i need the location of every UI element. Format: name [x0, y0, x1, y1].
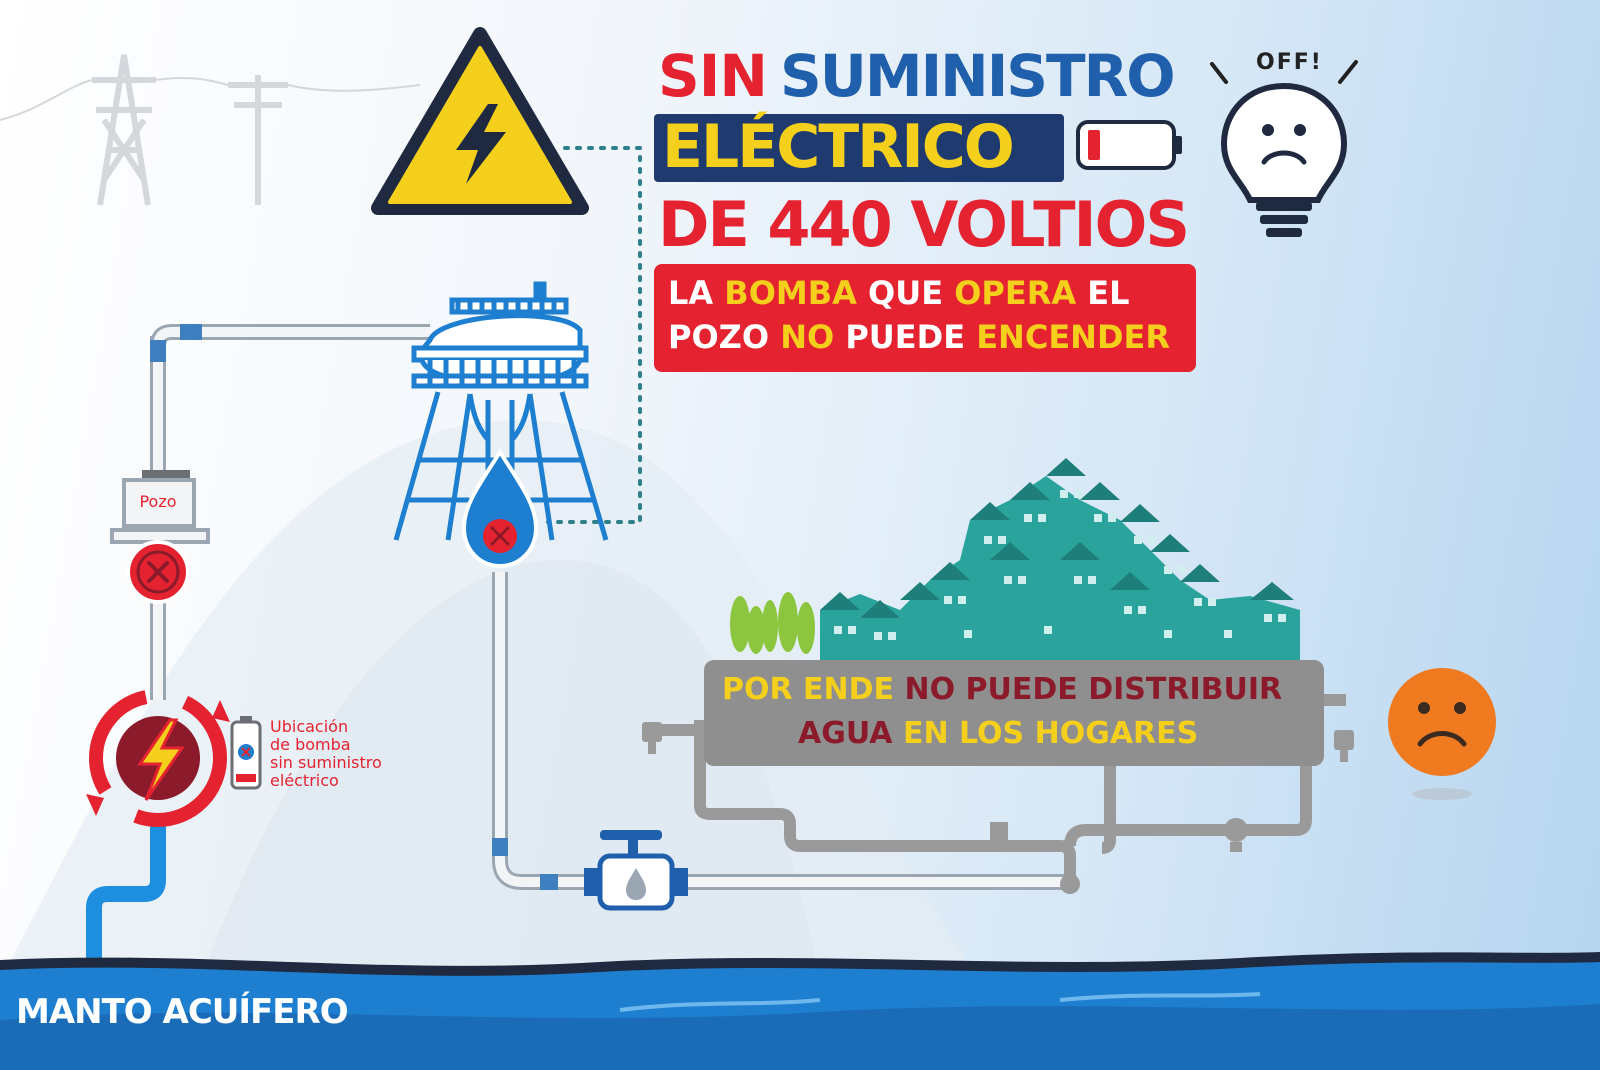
distribution-pipe [492, 572, 1066, 890]
pump-location-legend: Ubicación de bomba sin suministro eléctr… [270, 718, 382, 790]
distribution-line2: AGUA EN LOS HOGARES [798, 716, 1198, 751]
dist-highlight: EN LOS HOGARES [902, 716, 1199, 751]
msg-word: POZO [668, 318, 770, 356]
legend-battery-icon [230, 716, 262, 790]
water-tower-icon [393, 281, 609, 541]
msg-highlight: OPERA [954, 274, 1077, 312]
off-label: OFF! [1256, 50, 1323, 75]
sad-lightbulb-icon [1210, 60, 1358, 237]
sad-face-icon [1388, 668, 1496, 800]
legend-line: eléctrico [270, 771, 339, 790]
pump-icon [86, 689, 230, 827]
water-drop-icon [461, 448, 539, 569]
aquifer-water [0, 952, 1600, 1070]
empty-battery-icon [1076, 120, 1182, 170]
pump-message-box [654, 264, 1196, 372]
dist-word: AGUA [798, 716, 893, 751]
title-line3: DE 440 VOLTIOS [658, 188, 1190, 261]
msg-highlight: NO [780, 318, 835, 356]
high-voltage-warning-icon [371, 27, 589, 215]
houses-icon [820, 458, 1300, 660]
title-line1-blue: SUMINISTRO [780, 42, 1176, 110]
msg-word: LA [668, 274, 714, 312]
msg-highlight: ENCENDER [976, 318, 1171, 356]
legend-line: sin suministro [270, 753, 382, 772]
distribution-message-box [704, 660, 1324, 766]
faucet-icon [584, 830, 688, 911]
title-line2-background [654, 114, 1064, 182]
pozo-unit [110, 470, 210, 544]
pump-message-line2: POZO NO PUEDE ENCENDER [668, 318, 1170, 356]
pump-message-line1: LA BOMBA QUE OPERA EL [668, 274, 1130, 312]
msg-word: EL [1087, 274, 1130, 312]
legend-line: Ubicación [270, 717, 349, 736]
msg-word: PUEDE [845, 318, 966, 356]
aquifer-label: MANTO ACUÍFERO [16, 992, 349, 1032]
pozo-label: Pozo [139, 492, 177, 511]
trees-icon [730, 592, 815, 654]
title-line2: ELÉCTRICO [662, 112, 1015, 182]
gray-taps [642, 722, 1354, 894]
dist-highlight: POR ENDE [722, 672, 895, 707]
distribution-line1: POR ENDE NO PUEDE DISTRIBUIR [722, 672, 1282, 707]
title-line1-red: SIN [658, 42, 768, 110]
msg-word: QUE [868, 274, 944, 312]
legend-line: de bomba [270, 735, 351, 754]
msg-highlight: BOMBA [724, 274, 857, 312]
power-pole-icon [0, 54, 421, 206]
dist-word: NO PUEDE DISTRIBUIR [904, 672, 1283, 707]
error-marker-icon [126, 540, 190, 604]
